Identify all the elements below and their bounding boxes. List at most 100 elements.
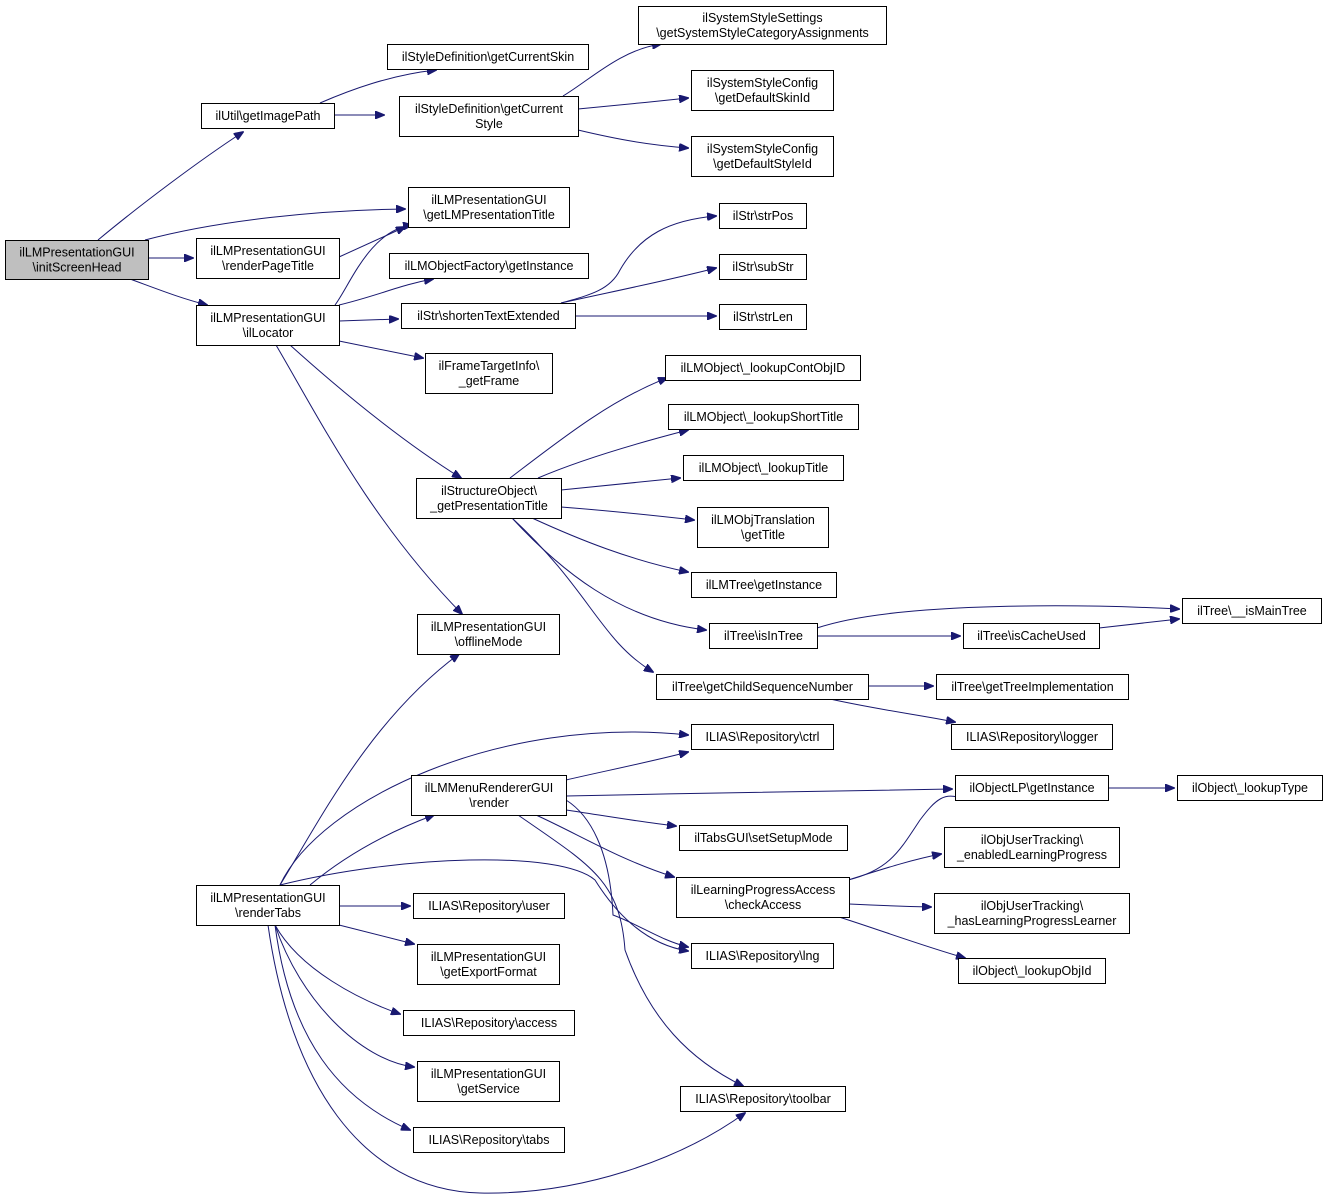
- call-edge: [531, 517, 688, 572]
- node-obj-trans-get-title[interactable]: ilLMObjTranslation\getTitle: [697, 507, 829, 548]
- node-check-access[interactable]: ilLearningProgressAccess\checkAccess: [676, 877, 850, 918]
- call-edge: [565, 752, 688, 781]
- node-root[interactable]: ilLMPresentationGUI\initScreenHead: [5, 240, 149, 280]
- node-label: ilLMPresentationGUI: [19, 246, 134, 260]
- node-get-frame[interactable]: ilFrameTargetInfo\_getFrame: [425, 353, 553, 394]
- call-edge: [274, 924, 400, 1014]
- node-label: ilStructureObject\: [441, 484, 537, 498]
- call-edge: [847, 854, 941, 881]
- node-label: ilStr\shortenTextExtended: [417, 309, 559, 323]
- node-get-child-seq-num[interactable]: ilTree\getChildSequenceNumber: [656, 674, 869, 700]
- node-label: \getLMPresentationTitle: [423, 208, 555, 222]
- node-user[interactable]: ILIAS\Repository\user: [413, 893, 565, 919]
- node-ctrl[interactable]: ILIAS\Repository\ctrl: [691, 724, 834, 750]
- node-str-pos[interactable]: ilStr\strPos: [719, 203, 807, 229]
- node-get-export-format[interactable]: ilLMPresentationGUI\getExportFormat: [417, 944, 560, 985]
- node-get-sys-style-cat-assign[interactable]: ilSystemStyleSettings\getSystemStyleCate…: [638, 6, 887, 45]
- call-edge: [279, 654, 459, 886]
- call-edge: [511, 517, 653, 672]
- node-label: \offlineMode: [455, 635, 523, 649]
- node-label: _enabledLearningProgress: [956, 848, 1107, 862]
- node-render-page-title[interactable]: ilLMPresentationGUI\renderPageTitle: [196, 238, 340, 279]
- node-label: ilTree\getChildSequenceNumber: [672, 680, 853, 694]
- call-edge: [577, 98, 688, 110]
- node-label: ilSystemStyleConfig: [707, 76, 818, 90]
- call-edge: [129, 278, 207, 305]
- node-tabs[interactable]: ILIAS\Repository\tabs: [413, 1127, 565, 1153]
- node-label: ilTree\isCacheUsed: [977, 629, 1086, 643]
- node-logger[interactable]: ILIAS\Repository\logger: [951, 724, 1113, 750]
- node-get-presentation-title[interactable]: ilStructureObject\_getPresentationTitle: [416, 478, 562, 519]
- node-label: ilLMObject\_lookupTitle: [699, 461, 829, 475]
- node-label: \getService: [457, 1082, 520, 1096]
- call-edge: [1098, 619, 1179, 629]
- node-get-default-style-id[interactable]: ilSystemStyleConfig\getDefaultStyleId: [691, 136, 834, 177]
- node-toolbar[interactable]: ILIAS\Repository\toolbar: [680, 1086, 846, 1112]
- call-edge: [560, 268, 716, 304]
- node-sub-str[interactable]: ilStr\subStr: [719, 254, 807, 280]
- node-lookup-cont-obj-i-d[interactable]: ilLMObject\_lookupContObjID: [665, 355, 861, 381]
- node-is-cache-used[interactable]: ilTree\isCacheUsed: [963, 623, 1100, 649]
- node-label: \ilLocator: [243, 326, 294, 340]
- node-label: _getFrame: [458, 374, 519, 388]
- node-get-service[interactable]: ilLMPresentationGUI\getService: [417, 1061, 560, 1102]
- node-label: ILIAS\Repository\ctrl: [706, 730, 820, 744]
- node-shorten-text-extended[interactable]: ilStr\shortenTextExtended: [401, 303, 576, 329]
- node-lookup-short-title[interactable]: ilLMObject\_lookupShortTitle: [668, 404, 859, 430]
- call-edge: [829, 698, 955, 722]
- call-edge: [511, 517, 706, 630]
- node-get-current-skin[interactable]: ilStyleDefinition\getCurrentSkin: [387, 44, 589, 70]
- node-label: \getDefaultStyleId: [713, 157, 812, 171]
- node-access[interactable]: ILIAS\Repository\access: [403, 1010, 575, 1036]
- node-is-main-tree[interactable]: ilTree\__isMainTree: [1182, 598, 1322, 624]
- node-render-tabs[interactable]: ilLMPresentationGUI\renderTabs: [196, 885, 340, 926]
- node-has-l-p-learner[interactable]: ilObjUserTracking\_hasLearningProgressLe…: [934, 893, 1130, 934]
- call-edge: [565, 789, 952, 797]
- node-get-image-path[interactable]: ilUtil\getImagePath: [201, 103, 335, 129]
- node-label: Style: [475, 117, 503, 131]
- call-edge: [274, 924, 410, 1130]
- node-is-in-tree[interactable]: ilTree\isInTree: [709, 623, 818, 649]
- node-label: ilStyleDefinition\getCurrent: [415, 102, 564, 116]
- node-label: ilFrameTargetInfo\: [439, 359, 540, 373]
- edges: [97, 44, 1179, 1194]
- node-label: ilLMObject\_lookupShortTitle: [684, 410, 843, 424]
- node-lookup-obj-id[interactable]: ilObject\_lookupObjId: [958, 958, 1106, 984]
- node-menu-render[interactable]: ilLMMenuRendererGUI\render: [411, 775, 567, 816]
- nodes: ilLMPresentationGUI\initScreenHead ilUtil…: [5, 6, 1323, 1153]
- node-label: ilLMPresentationGUI: [431, 950, 546, 964]
- node-label: _getPresentationTitle: [429, 499, 548, 513]
- call-edge: [274, 924, 414, 1067]
- node-lookup-title[interactable]: ilLMObject\_lookupTitle: [683, 455, 844, 481]
- node-lookup-type[interactable]: ilObject\_lookupType: [1177, 775, 1323, 801]
- node-lng[interactable]: ILIAS\Repository\lng: [691, 943, 834, 969]
- node-get-tree-impl[interactable]: ilTree\getTreeImplementation: [936, 674, 1129, 700]
- node-label: _hasLearningProgressLearner: [947, 914, 1117, 928]
- node-il-locator[interactable]: ilLMPresentationGUI\ilLocator: [196, 305, 340, 346]
- call-edge: [577, 129, 688, 148]
- call-edge: [309, 815, 434, 886]
- call-edge: [289, 344, 461, 478]
- node-enabled-l-p[interactable]: ilObjUserTracking\_enabledLearningProgre…: [944, 827, 1120, 868]
- node-lm-tree-get-instance[interactable]: ilLMTree\getInstance: [691, 572, 837, 598]
- node-offline-mode[interactable]: ilLMPresentationGUI\offlineMode: [417, 614, 560, 655]
- node-str-len[interactable]: ilStr\strLen: [719, 304, 807, 330]
- call-edge: [535, 814, 674, 877]
- node-object-l-p-get-instance[interactable]: ilObjectLP\getInstance: [955, 775, 1109, 801]
- node-get-l-m-presentation-title[interactable]: ilLMPresentationGUI\getLMPresentationTit…: [408, 187, 570, 228]
- call-edge: [319, 70, 436, 104]
- node-label: \getTitle: [741, 528, 785, 542]
- node-label: ilSystemStyleConfig: [707, 142, 818, 156]
- node-label: \render: [469, 796, 509, 810]
- call-edge: [338, 227, 405, 258]
- node-label: ILIAS\Repository\tabs: [429, 1133, 550, 1147]
- node-get-default-skin-id[interactable]: ilSystemStyleConfig\getDefaultSkinId: [691, 70, 834, 111]
- node-label: ilLMPresentationGUI: [210, 311, 325, 325]
- node-label: ILIAS\Repository\user: [428, 899, 550, 913]
- node-set-setup-mode[interactable]: ilTabsGUI\setSetupMode: [679, 825, 848, 851]
- call-edge: [838, 916, 965, 958]
- node-obj-factory-get-instance[interactable]: ilLMObjectFactory\getInstance: [389, 253, 589, 279]
- node-label: ilLMPresentationGUI: [210, 891, 325, 905]
